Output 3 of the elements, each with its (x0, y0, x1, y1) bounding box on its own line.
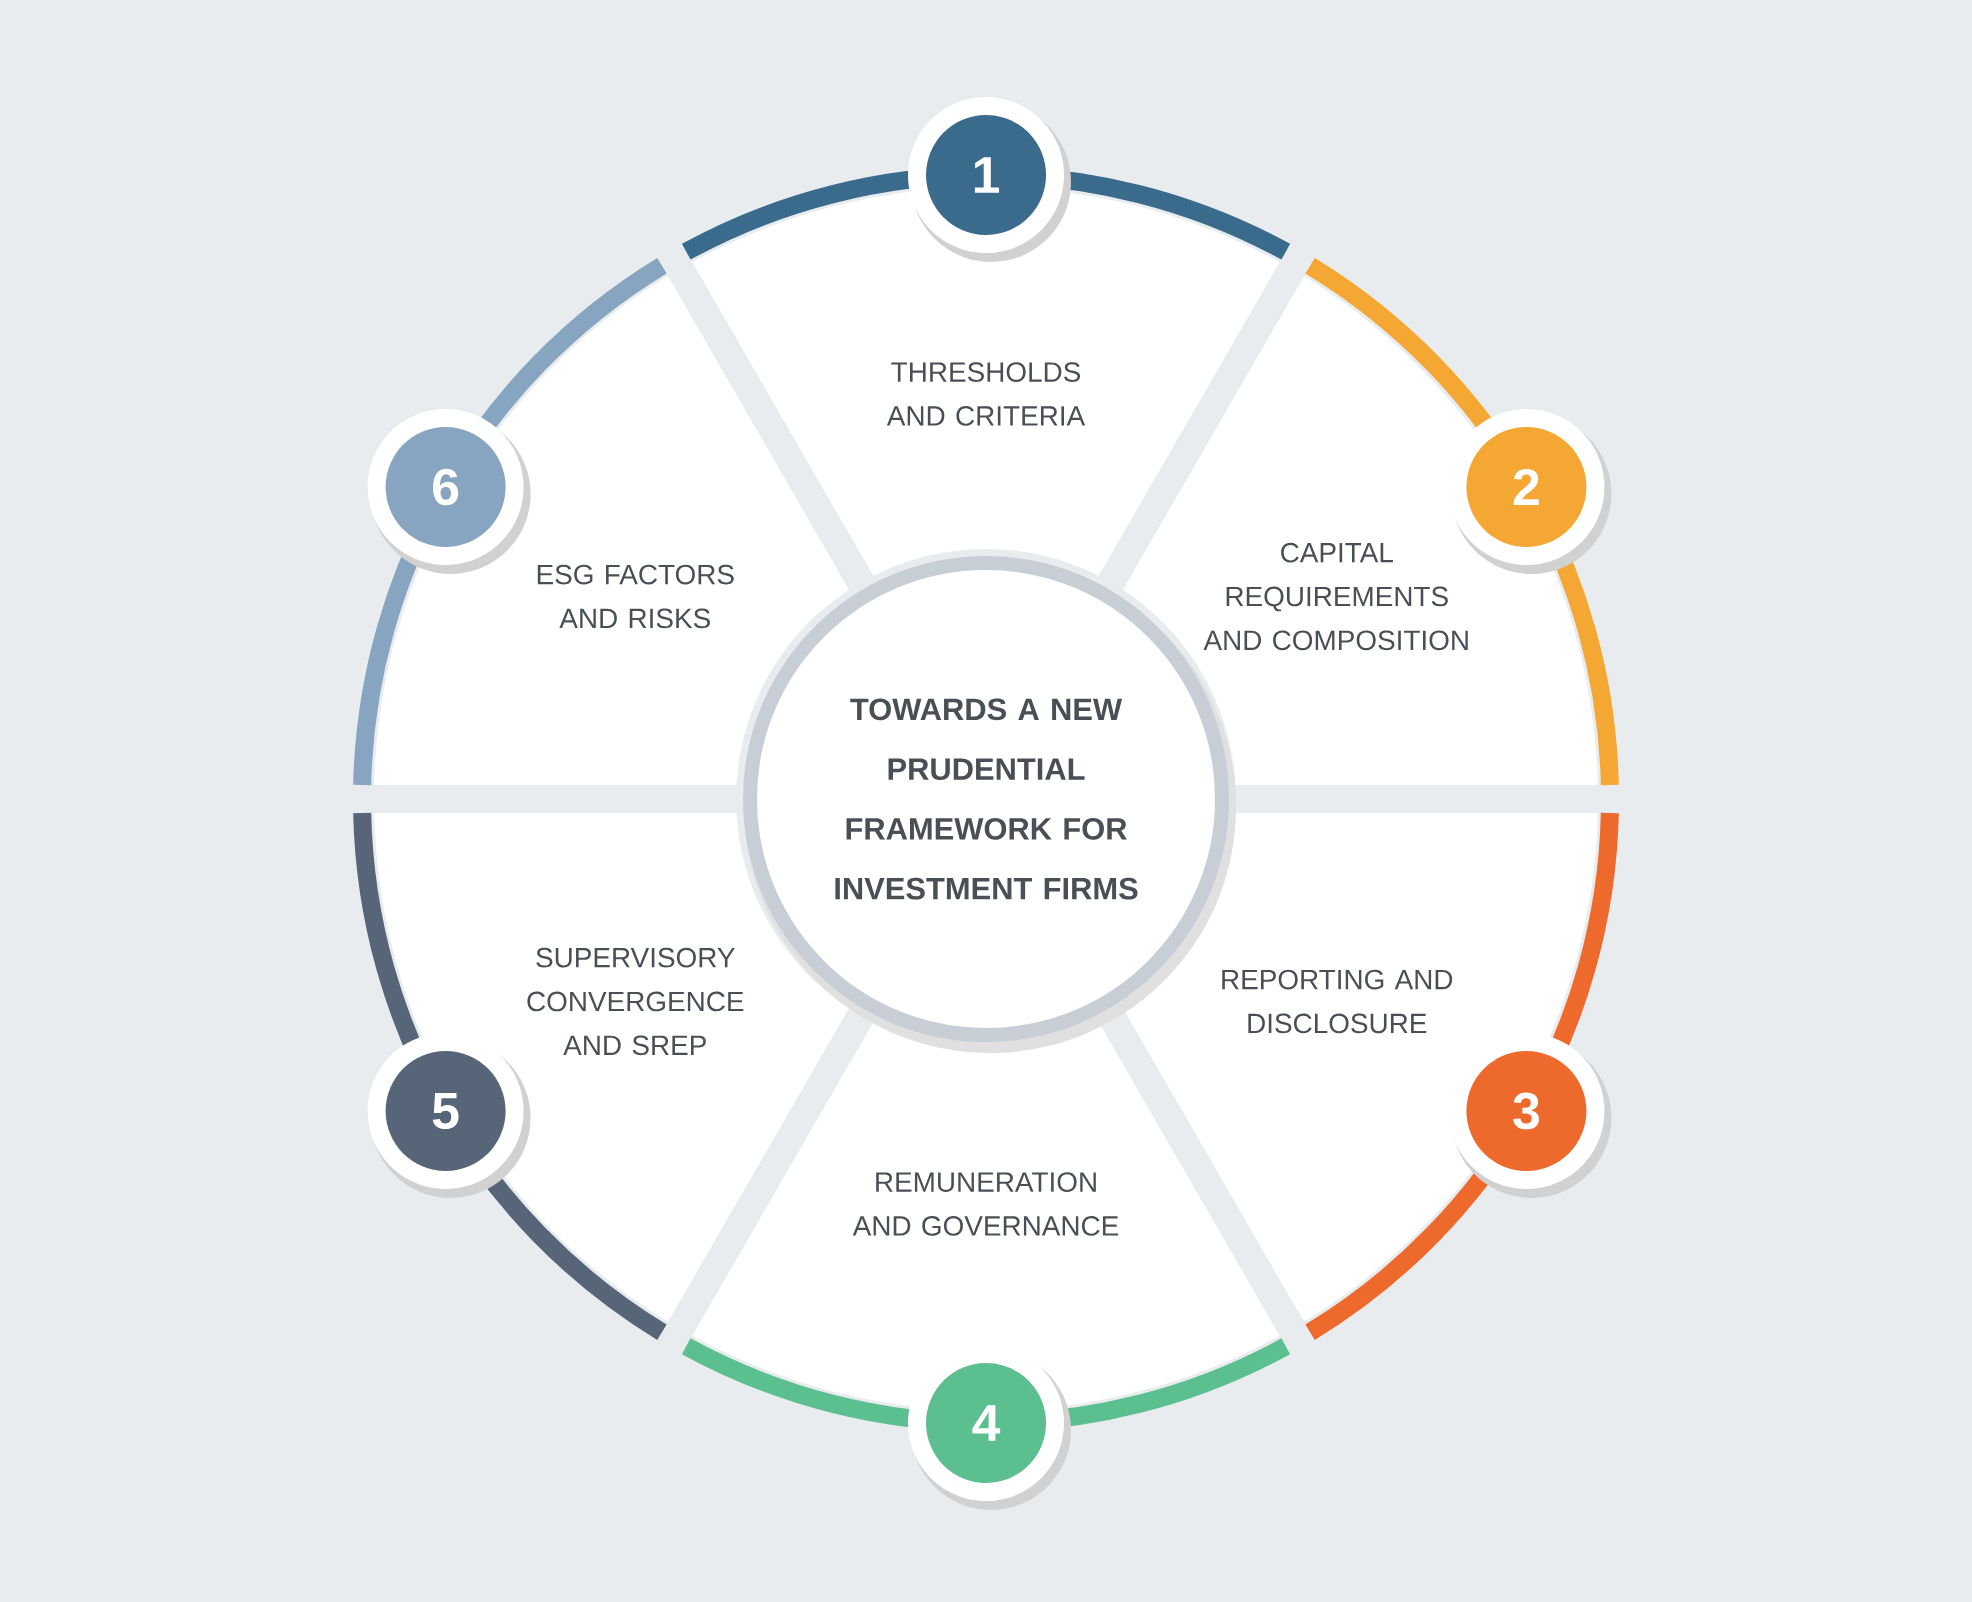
sector-label: REMUNERATION AND GOVERNANCE (852, 1172, 1119, 1236)
sector-label: ESG FACTORS AND RISKS (537, 564, 734, 629)
sector-label: THRESHOLDS AND CRITERIA (886, 362, 1086, 426)
